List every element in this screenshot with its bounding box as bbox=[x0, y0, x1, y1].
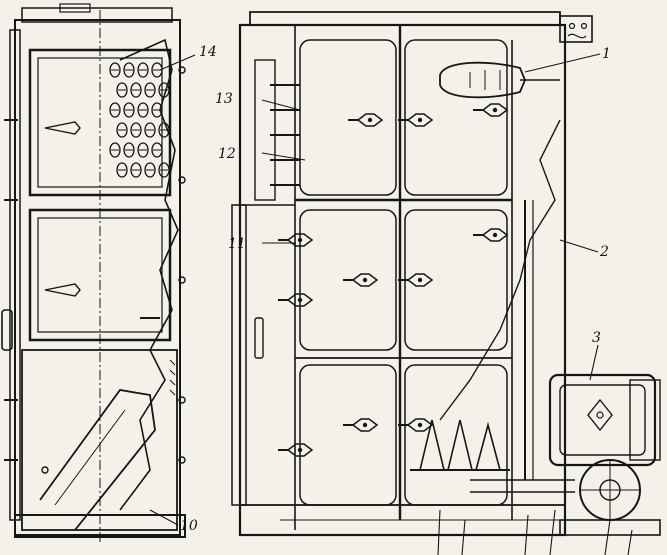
door-fastener bbox=[343, 273, 379, 287]
plate-hole bbox=[130, 82, 142, 98]
door-fastener bbox=[398, 273, 434, 287]
door-fastener bbox=[398, 418, 434, 432]
door-fastener bbox=[343, 418, 379, 432]
front-section-view bbox=[231, 11, 593, 537]
plate-hole bbox=[109, 62, 121, 78]
callout-12: 12 bbox=[218, 146, 236, 162]
plate-hole bbox=[151, 62, 163, 78]
plate-hole bbox=[144, 82, 156, 98]
plate-hole bbox=[158, 162, 170, 178]
side-section-view bbox=[1, 3, 186, 545]
plate-hole bbox=[109, 142, 121, 158]
plate-hole bbox=[158, 82, 170, 98]
door-fastener bbox=[278, 233, 314, 247]
leader-lines bbox=[149, 53, 633, 555]
callout-1: 1 bbox=[602, 46, 611, 62]
plate-hole bbox=[151, 142, 163, 158]
plate-hole bbox=[116, 82, 128, 98]
plate-hole bbox=[116, 122, 128, 138]
plate-hole bbox=[137, 142, 149, 158]
plate-hole bbox=[137, 62, 149, 78]
perforated-plate bbox=[109, 62, 170, 178]
plate-hole bbox=[123, 142, 135, 158]
plate-hole bbox=[151, 102, 163, 118]
plate-hole bbox=[144, 162, 156, 178]
callout-14: 14 bbox=[199, 44, 217, 60]
plate-hole bbox=[123, 62, 135, 78]
callout-10: 10 bbox=[180, 518, 198, 534]
door-fastener bbox=[348, 113, 384, 127]
door-fastener bbox=[278, 443, 314, 457]
callout-13: 13 bbox=[215, 91, 233, 107]
plate-hole bbox=[144, 122, 156, 138]
door-fasteners bbox=[278, 103, 509, 457]
plate-hole bbox=[130, 122, 142, 138]
callout-11: 11 bbox=[228, 236, 246, 252]
plate-hole bbox=[116, 162, 128, 178]
plate-hole bbox=[137, 102, 149, 118]
callout-3: 3 bbox=[592, 330, 601, 346]
door-fastener bbox=[278, 293, 314, 307]
plate-hole bbox=[109, 102, 121, 118]
callout-labels: 14 13 12 11 1 2 3 10 bbox=[180, 44, 611, 534]
callout-2: 2 bbox=[599, 244, 609, 260]
door-fastener bbox=[398, 113, 434, 127]
plate-hole bbox=[123, 102, 135, 118]
door-fastener bbox=[473, 228, 509, 242]
door-fastener bbox=[473, 103, 509, 117]
plate-hole bbox=[158, 122, 170, 138]
plate-hole bbox=[130, 162, 142, 178]
